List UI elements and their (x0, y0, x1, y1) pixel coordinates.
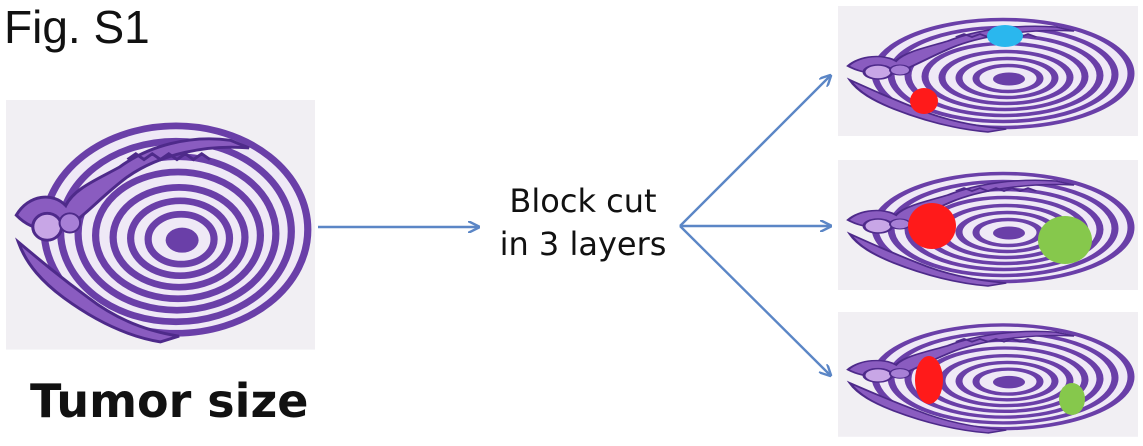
layer-1-blue-tumor (987, 25, 1023, 47)
layer-1-section-image (838, 6, 1138, 136)
layer-3-section-image (838, 312, 1138, 437)
process-label: Block cut in 3 layers (468, 180, 698, 266)
figure-label: Fig. S1 (4, 1, 150, 53)
layer-3-red-tumor (915, 356, 943, 404)
layer-3-green-tumor (1059, 383, 1085, 415)
arrow-to-layer-3 (679, 225, 830, 375)
process-label-line-2: in 3 layers (499, 225, 667, 264)
layer-1-red-tumor (910, 88, 938, 114)
process-label-line-1: Block cut (509, 182, 657, 220)
arrow-to-layer-1 (679, 76, 830, 227)
layer-2-section-image (838, 160, 1138, 290)
layer-2-green-tumor (1038, 216, 1092, 264)
tumor-size-label: Tumor size (30, 374, 309, 428)
layer-2-red-tumor (908, 203, 956, 249)
tumor-size-section-image (6, 100, 315, 350)
